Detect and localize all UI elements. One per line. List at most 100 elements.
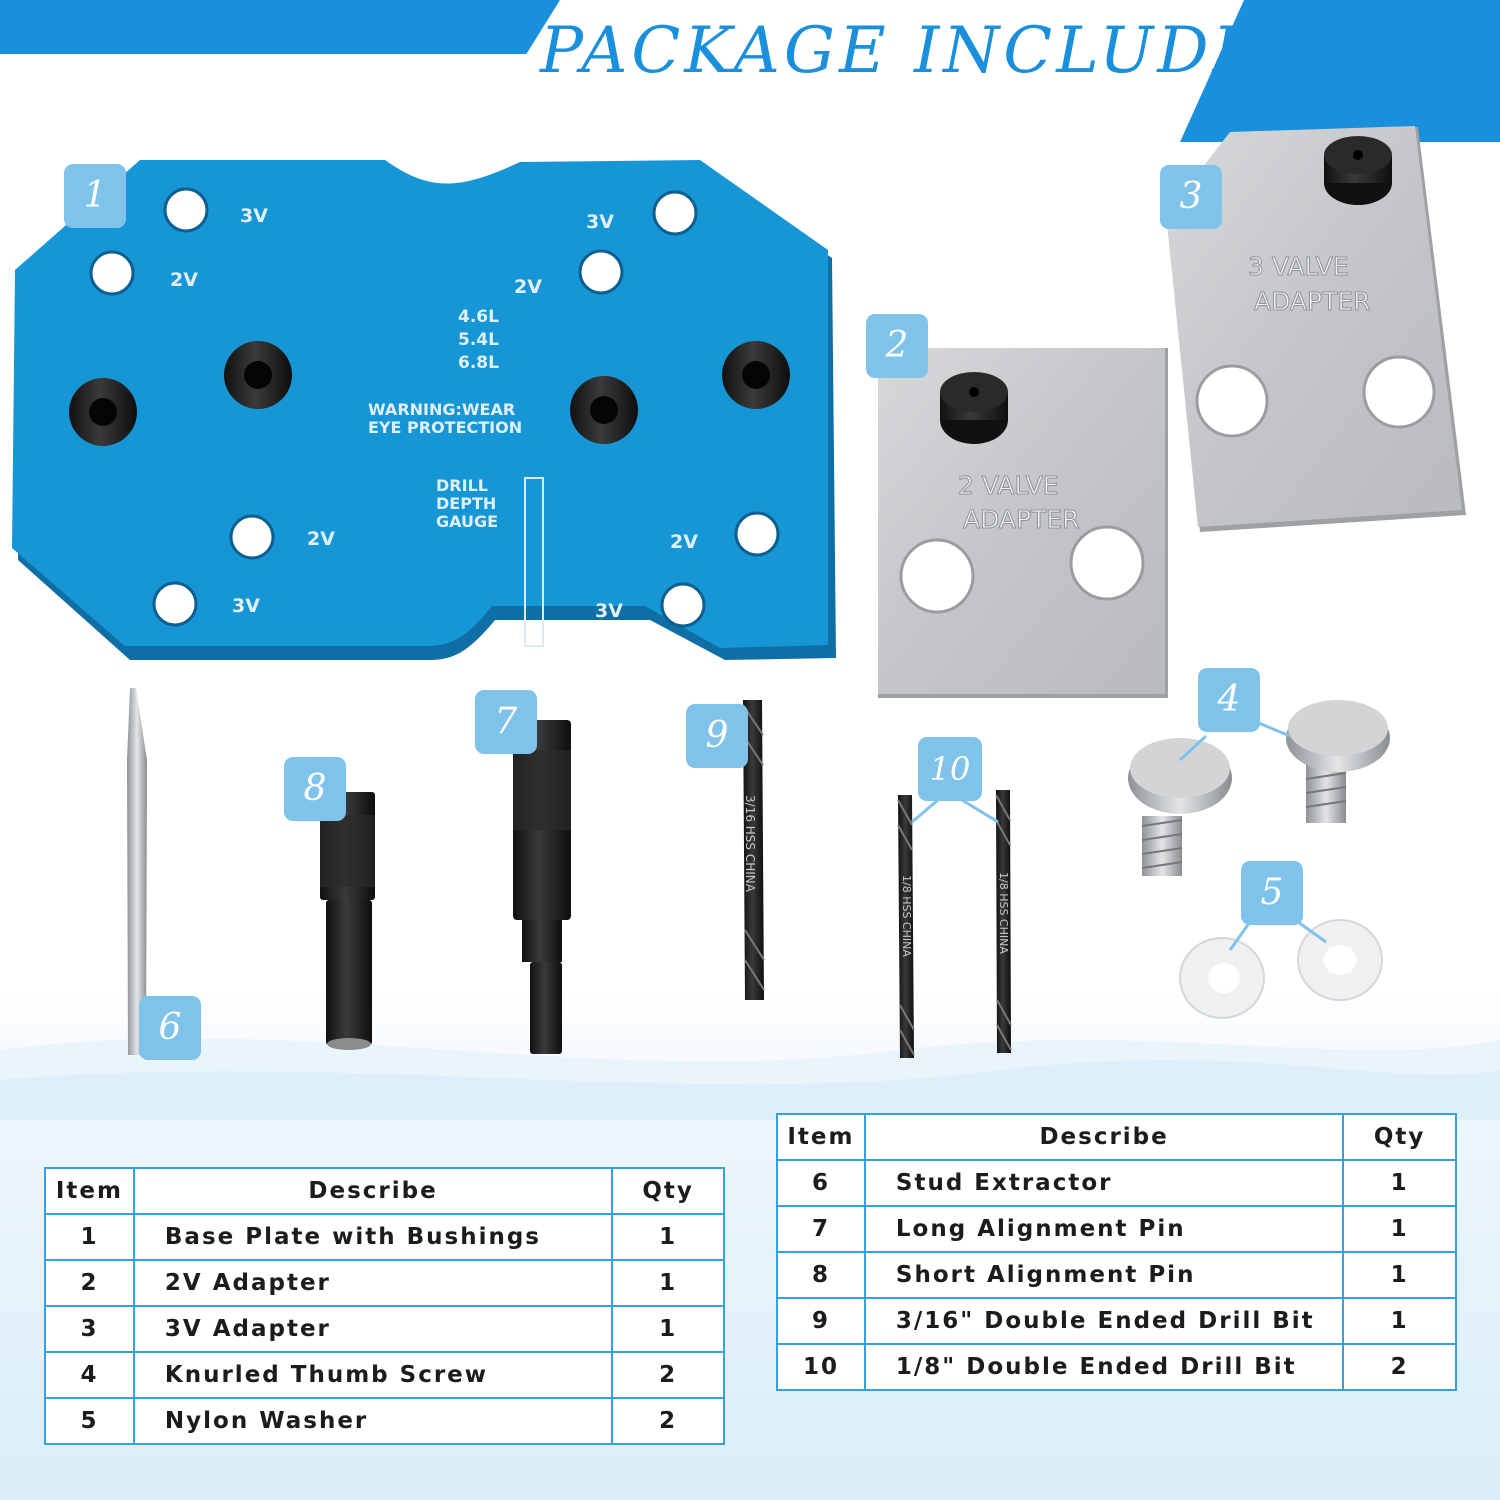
page-title: PACKAGE INCLUDES [540, 14, 1312, 88]
long-alignment-pin [513, 720, 571, 1054]
table-cell: 1 [44, 1213, 135, 1261]
table-row: 4 Knurled Thumb Screw 2 [44, 1351, 725, 1399]
drill-bit-3-16-label: 3/16 HSS CHINA [743, 795, 757, 893]
adapter-2v [878, 348, 1165, 694]
table-cell: 3/16" Double Ended Drill Bit [863, 1297, 1345, 1345]
plate-label-3v: 3V [586, 211, 614, 233]
table-cell: 4 [44, 1351, 135, 1399]
drill-bit-1-8-label: 1/8 HSS CHINA [900, 875, 913, 957]
table-row: 2 2V Adapter 1 [44, 1259, 725, 1307]
adapter-2v-label: ADAPTER [963, 505, 1080, 534]
adapter-2v-label: 2 VALVE [958, 471, 1059, 500]
column-header-qty: Qty [1342, 1113, 1457, 1161]
table-cell: 1 [1342, 1159, 1457, 1207]
background-wave [0, 1038, 1500, 1120]
item-badge-10: 10 [918, 737, 982, 801]
table-cell: 6 [776, 1159, 866, 1207]
plate-holes [89, 187, 780, 628]
plate-label-2v: 2V [170, 269, 198, 291]
table-cell: 2 [611, 1397, 725, 1445]
table-cell: 8 [776, 1251, 866, 1299]
table-row: 3 3V Adapter 1 [44, 1305, 725, 1353]
table-header-row: Item Describe Qty [776, 1113, 1457, 1161]
table-cell: Short Alignment Pin [863, 1251, 1345, 1299]
adapter-3v-label: ADAPTER [1254, 287, 1371, 316]
table-cell: 1 [1342, 1297, 1457, 1345]
table-row: 7 Long Alignment Pin 1 [776, 1205, 1457, 1253]
nylon-washers [1179, 919, 1383, 1019]
table-cell: Nylon Washer [132, 1397, 614, 1445]
gauge-label: GAUGE [436, 512, 498, 531]
gauge-label: DEPTH [436, 494, 496, 513]
item-badge-8: 8 [284, 757, 346, 821]
drill-bit-1-8: 1/8 HSS CHINA 1/8 HSS CHINA [897, 790, 1012, 1058]
plate-label-3v: 3V [595, 600, 623, 622]
table-cell: 1 [611, 1213, 725, 1261]
table-cell: 2V Adapter [132, 1259, 614, 1307]
plate-label-2v: 2V [514, 276, 542, 298]
plate-label-3v: 3V [240, 205, 268, 227]
column-header-item: Item [44, 1167, 135, 1215]
item-badge-6: 6 [139, 996, 201, 1060]
column-header-item: Item [776, 1113, 866, 1161]
table-cell: Stud Extractor [863, 1159, 1345, 1207]
column-header-qty: Qty [611, 1167, 725, 1215]
table-cell: 1 [1342, 1251, 1457, 1299]
table-cell: Long Alignment Pin [863, 1205, 1345, 1253]
engine-label: 4.6L [458, 307, 499, 327]
table-cell: 3 [44, 1305, 135, 1353]
item-badge-3: 3 [1160, 165, 1222, 229]
item-badge-7: 7 [475, 690, 537, 754]
column-header-describe: Describe [863, 1113, 1345, 1161]
item-badge-1: 1 [64, 164, 126, 228]
header-banner-right [1180, 0, 1500, 142]
item-badge-5: 5 [1241, 861, 1303, 925]
gauge-label: DRILL [436, 476, 488, 495]
table-cell: Base Plate with Bushings [132, 1213, 614, 1261]
table-cell: 1 [1342, 1205, 1457, 1253]
table-cell: 10 [776, 1343, 866, 1391]
table-cell: 9 [776, 1297, 866, 1345]
table-row: 8 Short Alignment Pin 1 [776, 1251, 1457, 1299]
table-cell: Knurled Thumb Screw [132, 1351, 614, 1399]
short-alignment-pin [320, 792, 375, 1050]
engine-label: 6.8L [458, 353, 499, 373]
table-row: 10 1/8" Double Ended Drill Bit 2 [776, 1343, 1457, 1391]
table-cell: 2 [44, 1259, 135, 1307]
warning-label: WARNING:WEAR [368, 400, 515, 419]
table-header-row: Item Describe Qty [44, 1167, 725, 1215]
table-cell: 1 [611, 1259, 725, 1307]
table-cell: 5 [44, 1397, 135, 1445]
table-cell: 7 [776, 1205, 866, 1253]
plate-label-2v: 2V [670, 531, 698, 553]
item-badge-4: 4 [1198, 668, 1260, 732]
knurled-thumb-screws [1128, 700, 1390, 876]
plate-label-2v: 2V [307, 528, 335, 550]
adapter-3v-label: 3 VALVE [1248, 252, 1349, 281]
plate-label-3v: 3V [232, 595, 260, 617]
table-cell: 2 [611, 1351, 725, 1399]
header-banner-left [0, 0, 560, 54]
column-header-describe: Describe [132, 1167, 614, 1215]
warning-label: EYE PROTECTION [368, 418, 522, 437]
parts-table-right: Item Describe Qty 6 Stud Extractor 1 7 L… [776, 1113, 1457, 1391]
base-plate [12, 160, 828, 648]
stud-extractor [127, 688, 147, 1055]
table-row: 6 Stud Extractor 1 [776, 1159, 1457, 1207]
drill-bit-3-16: 3/16 HSS CHINA [742, 700, 765, 1000]
table-cell: 2 [1342, 1343, 1457, 1391]
drill-bit-1-8-label: 1/8 HSS CHINA [997, 872, 1010, 954]
plate-bushings [69, 341, 790, 446]
parts-table-left: Item Describe Qty 1 Base Plate with Bush… [44, 1167, 725, 1445]
item-badge-2: 2 [866, 314, 928, 378]
table-cell: 1/8" Double Ended Drill Bit [863, 1343, 1345, 1391]
engine-label: 5.4L [458, 330, 499, 350]
table-row: 1 Base Plate with Bushings 1 [44, 1213, 725, 1261]
drill-depth-gauge-slot [524, 477, 544, 647]
table-row: 5 Nylon Washer 2 [44, 1397, 725, 1445]
table-cell: 3V Adapter [132, 1305, 614, 1353]
table-row: 9 3/16" Double Ended Drill Bit 1 [776, 1297, 1457, 1345]
table-cell: 1 [611, 1305, 725, 1353]
